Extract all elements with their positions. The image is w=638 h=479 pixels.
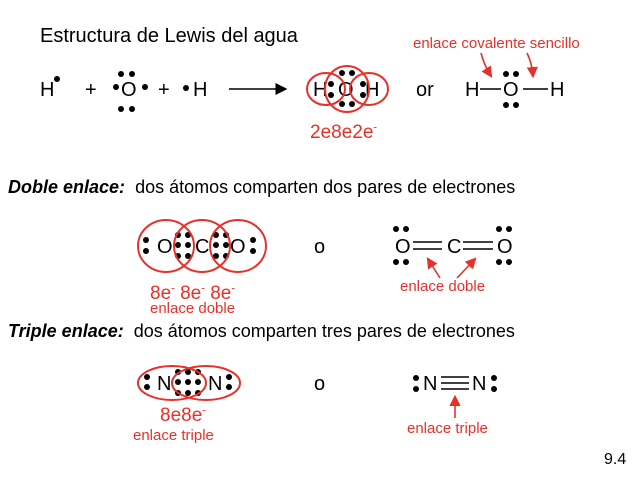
n2-lewis-n-right: N (208, 373, 223, 395)
water-lewis-dots (328, 70, 366, 107)
co2-structural-o-left: O (395, 236, 411, 258)
electron-count: 8e (210, 283, 232, 304)
double-bond-desc: dos átomos comparten dos pares de electr… (135, 177, 516, 197)
n2-lewis-dots (144, 369, 232, 396)
n2-structural-n-left: N (423, 373, 438, 395)
electron-count: 8e (150, 283, 172, 304)
co2-lewis-o-left: O (157, 236, 173, 258)
co2-lewis-dots (143, 232, 256, 259)
co2-electron-counts: 8e- 8e- 8e- (150, 282, 235, 304)
n2-shell-ellipses (137, 365, 241, 401)
plus-sign-2: + (158, 79, 170, 101)
double-bond-arrows (426, 257, 477, 279)
structural-h-right: H (550, 79, 565, 101)
double-bond-title: Doble enlace: (8, 177, 126, 197)
page-number: 9.4 (604, 451, 627, 468)
water-shell-ellipses (306, 65, 389, 113)
electron-count-sup: - (373, 121, 378, 134)
electron-count-sup: - (171, 282, 175, 295)
electron-count-h-right: 2e (352, 122, 374, 143)
co2-structural-dots (393, 226, 512, 265)
double-bond-label-left: enlace doble (150, 300, 236, 317)
structural-h-left: H (465, 79, 480, 101)
co2-structural-c: C (447, 236, 462, 258)
electron-count-sup: - (202, 404, 206, 417)
n2-structural-dots (413, 375, 497, 392)
n2-electron-counts: 8e8e- (160, 404, 206, 426)
electron-count-sup: - (231, 282, 235, 295)
electron-count: 8e (180, 283, 202, 304)
co2-structural-o-right: O (497, 236, 513, 258)
n2-lewis-n-left: N (157, 373, 172, 395)
double-bond-heading: Doble enlace: dos átomos comparten dos p… (8, 178, 515, 196)
co2-lewis-o-right: O (230, 236, 246, 258)
triple-bond-desc: dos átomos comparten tres pares de elect… (133, 321, 515, 341)
triple-bond-label-left: enlace triple (133, 427, 214, 444)
plus-sign-1: + (85, 79, 97, 101)
triple-bond-label-right: enlace triple (407, 420, 488, 437)
water-lewis-h-left: H (313, 79, 328, 101)
co2-lewis-c: C (195, 236, 210, 258)
electron-count-h-left: 2e (310, 122, 332, 143)
n2-structural-n-right: N (472, 373, 487, 395)
h-atom-right: H (193, 79, 208, 101)
o-word-triple: o (314, 373, 326, 395)
triple-bond-heading: Triple enlace: dos átomos comparten tres… (8, 322, 515, 340)
electron-count-o: 8e (331, 122, 353, 143)
triple-bond-title: Triple enlace: (8, 321, 124, 341)
o-word-double: o (314, 236, 326, 258)
structural-o: O (503, 79, 519, 101)
o-atom: O (121, 79, 137, 101)
water-electron-counts: 2e8e2e- (310, 121, 378, 143)
co2-shell-ellipses (137, 219, 267, 273)
water-structural-dots (503, 71, 519, 108)
covalent-arrows (480, 52, 538, 79)
co2-double-bonds (413, 241, 493, 250)
electron-count: 8e (181, 405, 203, 426)
water-title: Estructura de Lewis del agua (40, 25, 298, 47)
double-bond-label-right: enlace doble (400, 278, 486, 295)
electron-count: 8e (160, 405, 182, 426)
or-word: or (416, 79, 434, 101)
electron-count-sup: - (201, 282, 205, 295)
n2-triple-bond (441, 376, 469, 390)
covalent-bond-label: enlace covalente sencillo (413, 35, 580, 52)
reactant-electron-dots (54, 71, 189, 112)
h-atom-left: H (40, 79, 55, 101)
